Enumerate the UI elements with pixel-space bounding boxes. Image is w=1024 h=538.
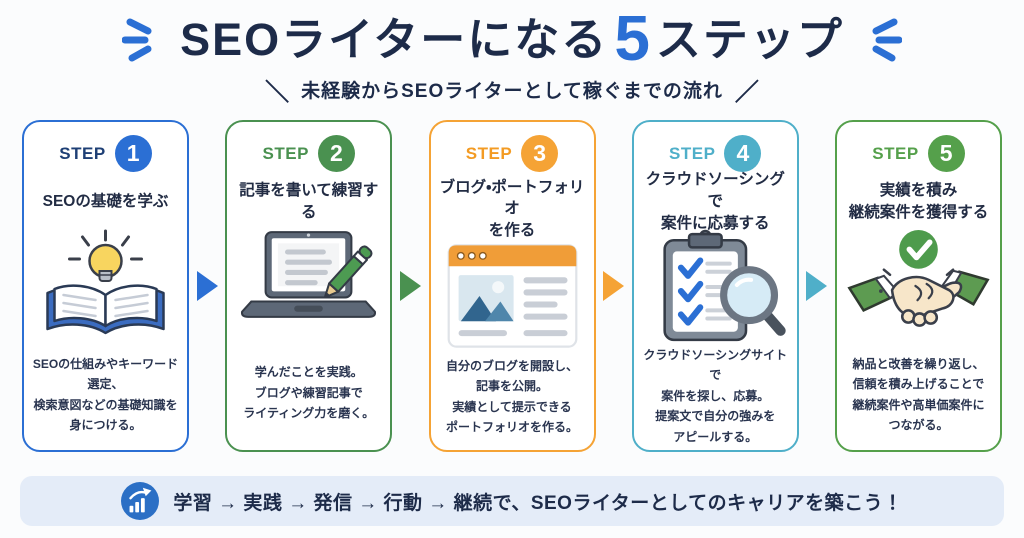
step5-label: STEP — [872, 143, 919, 163]
step4-number-badge: 4 — [724, 135, 762, 172]
title-row: SEOライターになる 5 ステップ — [0, 6, 1024, 74]
flow-arrow-icon — [806, 271, 828, 301]
header: SEOライターになる 5 ステップ ＼ 未経験からSEOライターとして稼ぐまでの… — [0, 0, 1024, 106]
step2-header: STEP 2 — [263, 135, 355, 172]
step2-number-badge: 2 — [317, 135, 355, 172]
title-suffix: ステップ — [655, 14, 844, 66]
clipboard-magnifier-icon — [634, 225, 797, 349]
title-number: 5 — [614, 2, 650, 74]
step3-title: ブログ・ポートフォリオ を作る — [439, 178, 585, 239]
browser-portfolio-icon — [431, 239, 594, 353]
page-title: SEOライターになる 5 ステップ — [180, 6, 844, 74]
subtitle-slash-left: ＼ — [265, 78, 290, 106]
speed-lines-right-icon — [868, 15, 902, 65]
step2-title: 記事を書いて練習する — [239, 182, 379, 221]
flow-arrow-icon — [399, 271, 421, 301]
step1-title: SEOの基礎を学ぶ — [42, 193, 169, 211]
flow-arrow-icon — [603, 271, 625, 301]
step2-label: STEP — [262, 143, 309, 163]
step-card-3: STEP 3 ブログ・ポートフォリオ を作る — [428, 120, 596, 452]
steps-row: STEP 1 SEOの基礎を学ぶ — [22, 120, 1002, 452]
subtitle-row: ＼ 未経験からSEOライターとして稼ぐまでの流れ ／ — [0, 75, 1024, 106]
step4-title: クラウドソーシングで 案件に応募する — [645, 171, 785, 232]
growth-chart-icon — [121, 482, 160, 520]
step-card-2: STEP 2 記事を書いて練習する — [225, 120, 393, 452]
step3-number-badge: 3 — [521, 135, 559, 172]
speed-lines-left-icon — [122, 15, 156, 65]
step4-description: クラウドソーシングサイトで 案件を探し、応募。 提案文で自分の強みを アピールす… — [643, 348, 788, 444]
step1-description: SEOの仕組みやキーワード選定、 検索意図などの基礎知識を 身につける。 — [32, 356, 179, 432]
subtitle: 未経験からSEOライターとして稼ぐまでの流れ — [301, 80, 723, 102]
step5-header: STEP 5 — [872, 135, 965, 172]
step-card-1: STEP 1 SEOの基礎を学ぶ — [22, 120, 189, 452]
title-prefix: SEOライターになる — [180, 14, 609, 66]
step1-number-badge: 1 — [114, 135, 152, 172]
step5-number-badge: 5 — [927, 135, 965, 172]
step3-description: 自分のブログを開設し、 記事を公開。 実績として提示できる ポートフォリオを作る… — [445, 358, 578, 434]
step5-description: 納品と改善を繰り返し、 信頼を積み上げることで 継続案件や高単価案件に つながる… — [852, 356, 985, 432]
step3-header: STEP 3 — [465, 135, 559, 172]
step1-header: STEP 1 — [59, 135, 152, 172]
step4-label: STEP — [669, 143, 716, 163]
laptop-pencil-icon — [227, 225, 390, 346]
flow-arrow-icon — [196, 271, 218, 301]
book-lightbulb-icon — [24, 225, 187, 349]
step2-description: 学んだことを実践。 ブログや練習記事で ライティング力を磨く。 — [243, 365, 375, 421]
step3-label: STEP — [465, 143, 513, 163]
step4-header: STEP 4 — [669, 135, 762, 172]
handshake-check-icon — [837, 225, 1000, 349]
step1-label: STEP — [59, 143, 106, 163]
step-card-4: STEP 4 クラウドソーシングで 案件に応募する — [631, 120, 799, 452]
step-card-5: STEP 5 実績を積み 継続案件を獲得する — [835, 120, 1002, 452]
summary-text: 学習 → 実践 → 発信 → 行動 → 継続で、SEOライターとしてのキャリアを… — [173, 492, 903, 514]
step5-title: 実績を積み 継続案件を獲得する — [848, 182, 989, 221]
summary-banner: 学習 → 実践 → 発信 → 行動 → 継続で、SEOライターとしてのキャリアを… — [20, 476, 1004, 526]
subtitle-slash-right: ／ — [734, 78, 759, 106]
